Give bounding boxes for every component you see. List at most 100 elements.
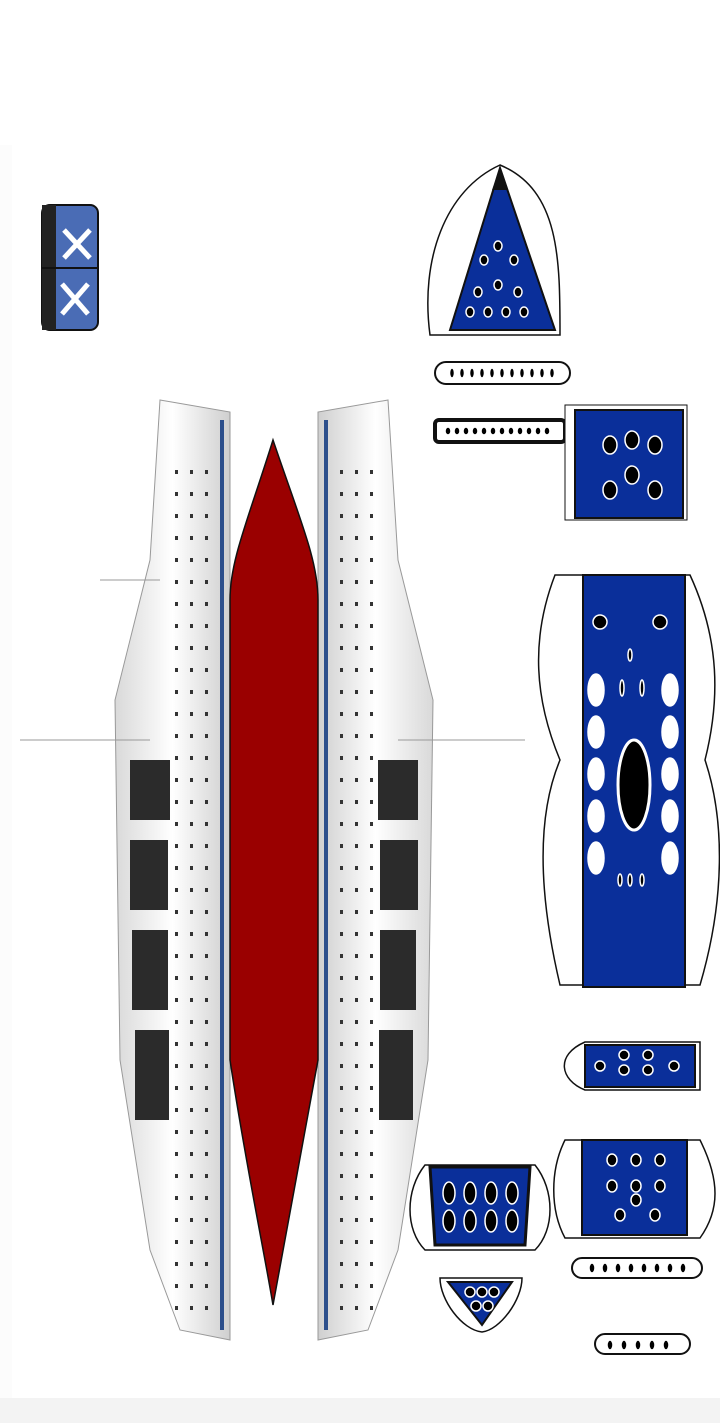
hull-window — [355, 580, 358, 584]
hull-window — [340, 1240, 343, 1244]
cutout-hole — [516, 426, 524, 436]
cutout-hole — [518, 367, 526, 379]
hull-window — [340, 690, 343, 694]
lower-left-box-part — [409, 1164, 551, 1251]
hull-window — [370, 580, 373, 584]
hull-window — [355, 1196, 358, 1200]
hull-window — [175, 668, 178, 672]
hull-window — [205, 1130, 208, 1134]
hull-window — [175, 800, 178, 804]
hull-window — [175, 954, 178, 958]
hull-window — [370, 756, 373, 760]
hull-window — [190, 1196, 193, 1200]
hull-window — [370, 558, 373, 562]
hull-window — [355, 1064, 358, 1068]
hull-window — [190, 580, 193, 584]
cutout-hole — [498, 367, 506, 379]
hull-window — [190, 822, 193, 826]
cutout-hole — [617, 873, 623, 887]
cutout-hole — [488, 367, 496, 379]
hull-window — [205, 536, 208, 540]
triangle-top-part — [427, 164, 561, 336]
hull-window — [355, 1240, 358, 1244]
hull-window — [205, 1108, 208, 1112]
hull-window — [355, 954, 358, 958]
cutout-hole — [505, 1181, 519, 1205]
cutout-hole — [505, 1209, 519, 1233]
hull-window — [175, 1064, 178, 1068]
hull-window — [205, 602, 208, 606]
cutout-hole — [620, 1339, 628, 1351]
cutout-hole — [588, 1262, 596, 1274]
cutout-hole — [478, 367, 486, 379]
hull-window — [370, 866, 373, 870]
cutout-hole — [594, 1060, 606, 1072]
hull-window — [370, 712, 373, 716]
cutout-hole — [468, 367, 476, 379]
cutout-hole — [648, 1339, 656, 1351]
hull-window — [340, 1218, 343, 1222]
hull-window — [205, 844, 208, 848]
cutout-hole — [639, 679, 645, 697]
hull-window — [205, 646, 208, 650]
hull-window — [340, 514, 343, 518]
cutout-hole — [543, 426, 551, 436]
hull-window — [190, 624, 193, 628]
cutout-hole — [627, 1262, 635, 1274]
hull-window — [370, 1196, 373, 1200]
hull-window — [370, 690, 373, 694]
hull-window — [370, 1020, 373, 1024]
hull-window — [340, 1284, 343, 1288]
hull-window — [340, 976, 343, 980]
hull-window — [175, 602, 178, 606]
hull-window — [190, 954, 193, 958]
cutout-hole — [630, 1153, 642, 1167]
hull-window — [205, 1218, 208, 1222]
hull-window — [370, 844, 373, 848]
cutout-hole — [587, 757, 605, 791]
hull-window — [175, 1108, 178, 1112]
cutout-hole — [463, 1209, 477, 1233]
hull-window — [205, 1174, 208, 1178]
cutout-hole — [508, 367, 516, 379]
hull-window — [190, 1174, 193, 1178]
hull-window — [355, 910, 358, 914]
hull-window — [355, 734, 358, 738]
cutout-hole — [654, 1179, 666, 1193]
cutout-hole — [534, 426, 542, 436]
hull-window — [205, 800, 208, 804]
hull-window — [355, 998, 358, 1002]
hull-window — [370, 668, 373, 672]
hull-window — [340, 778, 343, 782]
hull-window — [175, 1086, 178, 1090]
hull-window — [355, 888, 358, 892]
hull-window — [340, 844, 343, 848]
hull-window — [175, 1196, 178, 1200]
hull-window — [340, 1108, 343, 1112]
hull-window — [355, 558, 358, 562]
cutout-hole — [592, 614, 608, 630]
hull-window — [355, 756, 358, 760]
hull-window — [190, 646, 193, 650]
hull-window — [340, 580, 343, 584]
cutout-hole — [480, 426, 488, 436]
hull-window — [205, 492, 208, 496]
cutout-hole — [630, 1193, 642, 1207]
hull-window — [205, 580, 208, 584]
hull-window — [340, 558, 343, 562]
cutout-hole — [647, 435, 663, 455]
hull-window — [370, 888, 373, 892]
hull-window — [190, 602, 193, 606]
hull-window — [355, 1108, 358, 1112]
hull-window — [370, 822, 373, 826]
cutout-hole — [548, 367, 556, 379]
cutout-hole — [624, 465, 640, 485]
cutout-hole — [525, 426, 533, 436]
hull-window — [355, 646, 358, 650]
square-blue-part — [564, 404, 688, 521]
hull-window — [370, 1042, 373, 1046]
hull-window — [340, 866, 343, 870]
cutout-hole — [618, 1049, 630, 1061]
hull-window — [355, 624, 358, 628]
hull-window — [190, 844, 193, 848]
